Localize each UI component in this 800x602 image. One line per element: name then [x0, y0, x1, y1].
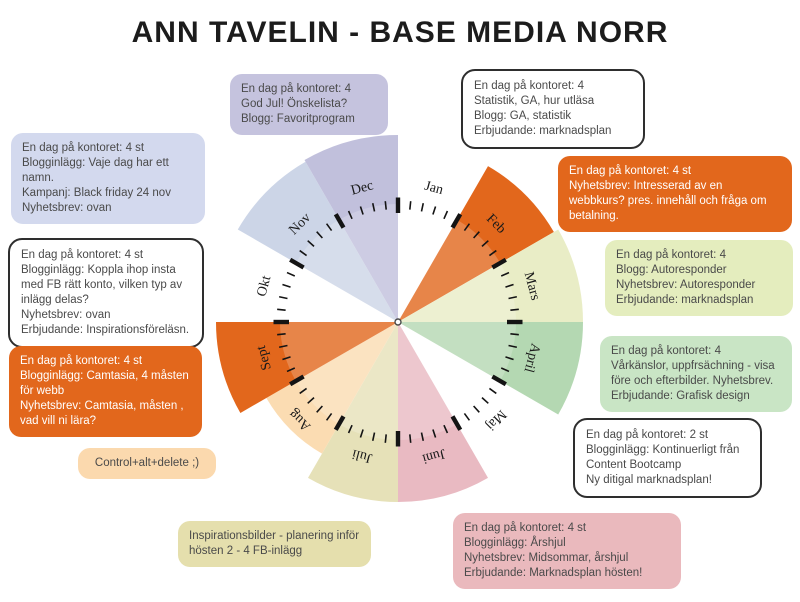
note-september: En dag på kontoret: 4 st Blogginlägg: Ca… — [9, 346, 202, 437]
minor-tick — [282, 356, 291, 361]
month-boundary-tick — [491, 257, 507, 270]
minor-tick — [286, 271, 296, 277]
minor-tick — [505, 356, 514, 361]
minor-tick — [299, 387, 308, 395]
minor-tick — [286, 367, 296, 373]
minor-tick — [325, 412, 333, 421]
minor-tick — [432, 206, 437, 215]
month-label-dec: Dec — [349, 178, 375, 198]
minor-tick — [505, 283, 514, 288]
month-sector-juni — [398, 322, 488, 502]
minor-tick — [359, 429, 364, 438]
minor-tick — [384, 201, 387, 210]
minor-tick — [420, 202, 425, 212]
minor-tick — [347, 424, 353, 434]
note-march: En dag på kontoret: 4 Blogg: Autorespond… — [605, 240, 793, 316]
month-label-juni: Juni — [420, 445, 447, 466]
month-sector-dec — [304, 135, 398, 322]
note-october: En dag på kontoret: 4 st Blogginlägg: Ko… — [8, 238, 204, 348]
month-sector-feb — [398, 166, 554, 322]
minor-tick — [508, 344, 518, 349]
minor-tick — [473, 405, 480, 413]
minor-tick — [481, 397, 489, 404]
minor-tick — [432, 429, 437, 438]
month-sector-aug — [266, 322, 398, 454]
minor-tick — [371, 432, 376, 442]
minor-tick — [299, 249, 308, 257]
month-label-mars: Mars — [521, 270, 543, 302]
minor-tick — [420, 432, 425, 442]
minor-tick — [307, 240, 315, 247]
minor-tick — [443, 424, 449, 434]
minor-tick — [409, 201, 412, 210]
month-sector-april — [398, 322, 583, 415]
month-sector-juli — [308, 322, 398, 502]
minor-tick — [510, 333, 519, 336]
note-april: En dag på kontoret: 4 Vårkänslor, uppfrs… — [600, 336, 792, 412]
month-boundary-tick — [289, 257, 305, 270]
note-inspiration: Inspirationsbilder - planering inför hös… — [178, 521, 371, 567]
minor-tick — [508, 295, 518, 300]
minor-tick — [277, 333, 286, 336]
minor-tick — [282, 283, 291, 288]
minor-tick — [371, 202, 376, 212]
month-label-jan: Jan — [423, 179, 445, 198]
month-label-okt: Okt — [254, 274, 274, 298]
minor-tick — [307, 397, 315, 404]
month-boundary-tick — [333, 213, 346, 229]
minor-tick — [443, 210, 449, 220]
month-boundary-tick — [450, 415, 463, 431]
note-february: En dag på kontoret: 4 st Nyhetsbrev: Int… — [558, 156, 792, 232]
month-label-maj: Maj — [482, 406, 509, 433]
minor-tick — [347, 210, 353, 220]
note-december: En dag på kontoret: 4 God Jul! Önskelist… — [230, 74, 388, 135]
month-boundary-tick — [333, 415, 346, 431]
month-sector-sept — [215, 322, 398, 413]
month-sector-nov — [237, 161, 398, 322]
minor-tick — [463, 412, 471, 421]
minor-tick — [278, 295, 288, 300]
minor-tick — [510, 308, 519, 311]
note-control-alt-delete: Control+alt+delete ;) — [78, 448, 216, 479]
month-label-sept: Sept — [254, 344, 275, 372]
minor-tick — [488, 249, 497, 257]
minor-tick — [316, 231, 323, 239]
minor-tick — [325, 223, 333, 232]
month-label-juli: Juli — [350, 446, 374, 466]
minor-tick — [500, 367, 510, 373]
minor-tick — [277, 308, 286, 311]
note-january: En dag på kontoret: 4 Statistik, GA, hur… — [461, 69, 645, 149]
minor-tick — [384, 434, 387, 443]
minor-tick — [481, 240, 489, 247]
note-june: En dag på kontoret: 4 st Blogginlägg: År… — [453, 513, 681, 589]
minor-tick — [488, 387, 497, 395]
minor-tick — [500, 271, 510, 277]
minor-tick — [463, 223, 471, 232]
minor-tick — [278, 344, 288, 349]
minor-tick — [359, 206, 364, 215]
note-may: En dag på kontoret: 2 st Blogginlägg: Ko… — [573, 418, 762, 498]
minor-tick — [409, 434, 412, 443]
month-sector-mars — [398, 229, 583, 322]
minor-tick — [473, 231, 480, 239]
note-november: En dag på kontoret: 4 st Blogginlägg: Va… — [11, 133, 205, 224]
wheel-center-dot — [394, 318, 402, 326]
month-boundary-tick — [289, 374, 305, 387]
month-label-april: April — [520, 342, 542, 375]
minor-tick — [316, 405, 323, 413]
month-boundary-tick — [491, 374, 507, 387]
month-boundary-tick — [450, 213, 463, 229]
page-title: ANN TAVELIN - BASE MEDIA NORR — [131, 16, 669, 49]
